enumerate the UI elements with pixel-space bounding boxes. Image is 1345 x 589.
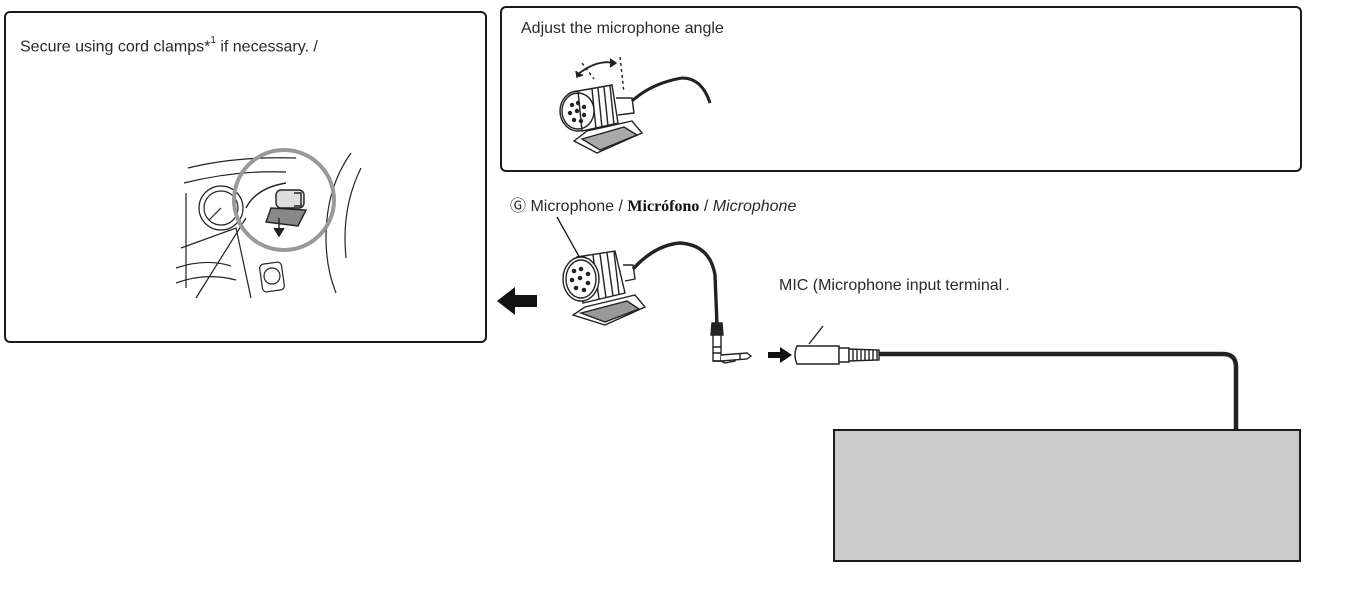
item-marker: Ⓖ [510, 198, 527, 215]
mic-angle-instruction: Adjust the microphone angle [521, 20, 724, 37]
dashboard-illustration [175, 148, 362, 299]
cord-clamp-panel: Secure using cord clamps*1 if necessary.… [4, 11, 487, 343]
microphone-label-spanish: Micrófono [627, 198, 700, 215]
microphone-label-english: Microphone [530, 198, 615, 215]
microphone-angle-illustration [559, 56, 712, 154]
microphone-label: Ⓖ Microphone / Micrófono / Microphone [510, 198, 797, 215]
mic-angle-panel: Adjust the microphone angle [500, 6, 1302, 172]
footnote-mark: 1 [210, 35, 216, 46]
microphone-label-french: Microphone [712, 198, 797, 215]
right-arrow-icon [768, 347, 792, 363]
cord-clamp-instruction: Secure using cord clamps*1 if necessary.… [20, 35, 318, 56]
mic-terminal-label: MIC (Microphone input terminal. [779, 277, 1010, 294]
head-unit-box [833, 429, 1301, 562]
left-arrow-icon [497, 287, 537, 315]
microphone-illustration [556, 216, 753, 364]
